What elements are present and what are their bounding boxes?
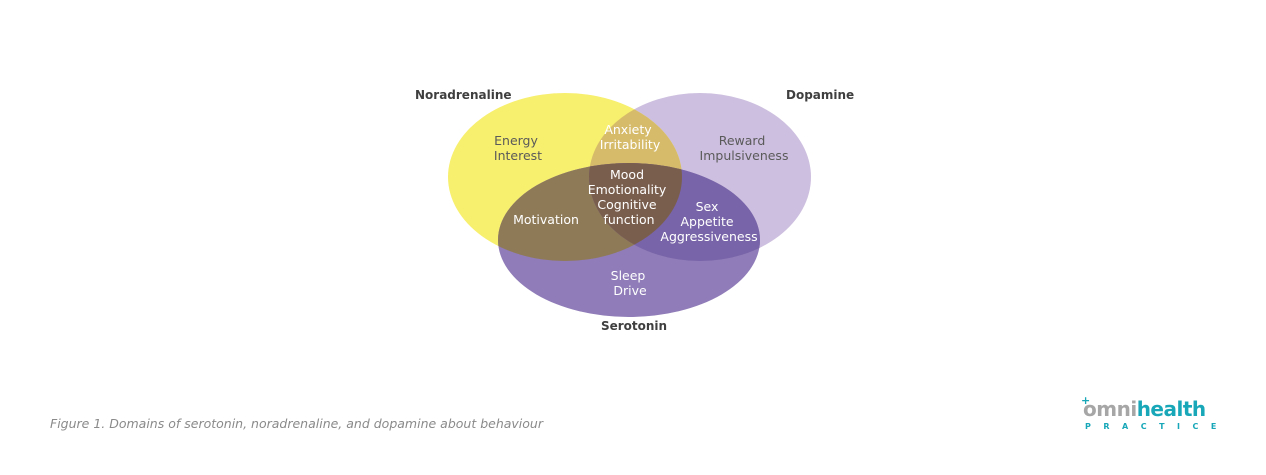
serotonin-label: Serotonin xyxy=(601,319,667,333)
dopamine-serotonin-text: Sex Appetite Aggressiveness xyxy=(660,199,757,244)
logo-practice: PRACTICE xyxy=(1085,422,1229,431)
serotonin-only-text: Sleep Drive xyxy=(611,268,650,298)
plus-icon: + xyxy=(1081,394,1091,407)
logo-wordmark: omnihealth xyxy=(1083,398,1206,420)
figure-caption: Figure 1. Domains of serotonin, noradren… xyxy=(50,416,543,431)
all-three-overlap xyxy=(589,163,682,261)
noradrenaline-dopamine-text: Anxiety Irritability xyxy=(600,122,661,152)
omnihealth-logo: + omnihealth PRACTICE xyxy=(1081,394,1223,434)
noradrenaline-only-text: Energy Interest xyxy=(494,133,542,163)
noradrenaline-label: Noradrenaline xyxy=(415,88,512,102)
dopamine-only-text: Reward Impulsiveness xyxy=(700,133,789,163)
logo-omni: omni xyxy=(1083,397,1137,421)
noradrenaline-serotonin-text: Motivation xyxy=(513,212,579,227)
dopamine-label: Dopamine xyxy=(786,88,854,102)
logo-health: health xyxy=(1136,397,1206,421)
all-three-text: Mood Emotionality Cognitive function xyxy=(588,167,671,227)
